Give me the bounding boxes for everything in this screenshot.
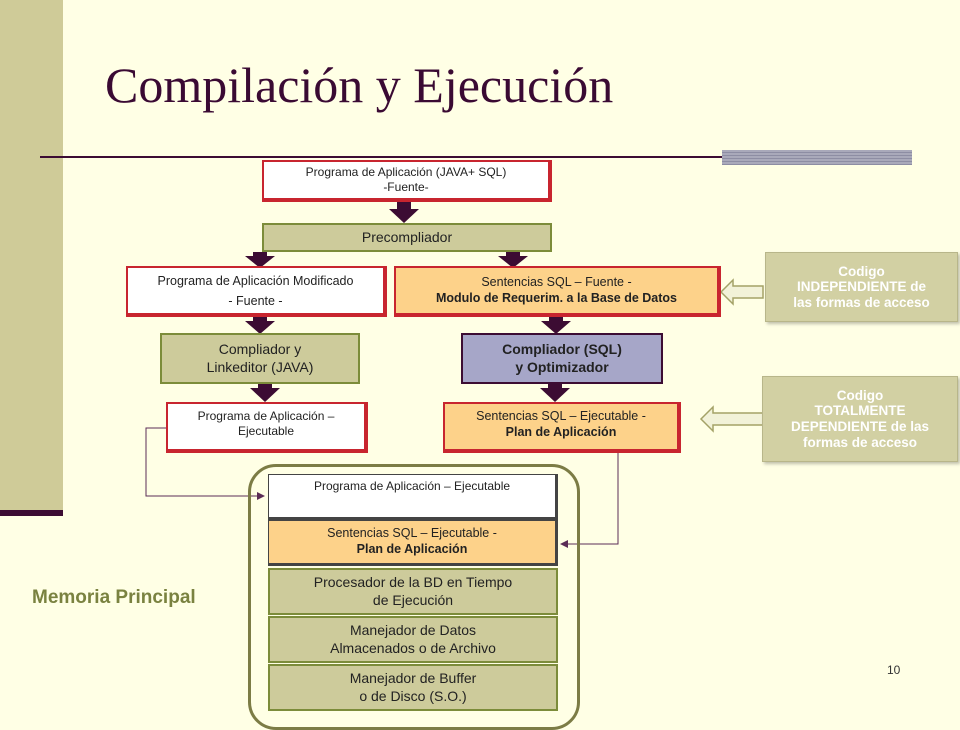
main-memory-label: Memoria Principal <box>32 587 196 608</box>
sql-compiler-line1: Compliador (SQL) <box>502 341 622 357</box>
exec-program-box: Programa de Aplicación – Ejecutable <box>166 402 368 453</box>
java-compiler-line2: Linkeditor (JAVA) <box>206 358 314 375</box>
dependent-note-line1: Codigo <box>836 387 884 403</box>
sql-source-box: Sentencias SQL – Fuente - Modulo de Requ… <box>394 266 721 317</box>
precompiler-box: Precompliador <box>262 223 552 252</box>
dependent-note-line3: DEPENDIENTE de las <box>790 419 930 434</box>
source-program-line1: Programa de Aplicación (JAVA+ SQL) <box>305 165 507 179</box>
slide-title: Compilación y Ejecución <box>105 57 614 113</box>
arrow-java-compiler-to-exec <box>250 383 280 402</box>
independent-note-line2: INDEPENDIENTE de <box>796 279 927 295</box>
left-decor-bar <box>0 0 63 510</box>
sql-exec-line2: Plan de Aplicación <box>505 424 617 439</box>
buffer-manager-line1: Manejador de Buffer <box>349 670 477 686</box>
arrow-source-to-precompiler <box>389 201 419 223</box>
arrow-modified-to-java-compiler <box>245 316 275 334</box>
source-program-box: Programa de Aplicación (JAVA+ SQL) -Fuen… <box>262 160 552 202</box>
data-manager-line1: Manejador de Datos <box>349 622 477 638</box>
sql-source-line1: Sentencias SQL – Fuente - <box>481 274 632 289</box>
arrow-precompiler-to-modified <box>245 252 275 268</box>
java-compiler-box: Compliador y Linkeditor (JAVA) <box>160 333 360 384</box>
modified-program-line1: Programa de Aplicación Modificado <box>157 273 354 288</box>
independent-note-line3: las formas de acceso <box>793 294 930 310</box>
dependent-code-note: Codigo TOTALMENTE DEPENDIENTE de las for… <box>762 376 958 462</box>
independent-note-line1: Codigo <box>838 263 885 279</box>
page-number: 10 <box>887 663 901 677</box>
buffer-manager-box: Manejador de Buffer o de Disco (S.O.) <box>268 664 558 711</box>
dependent-note-line4: formas de acceso <box>802 434 918 450</box>
arrow-sql-source-to-sql-compiler <box>541 316 571 334</box>
dependent-note-line2: TOTALMENTE <box>814 403 906 419</box>
arrow-precompiler-to-sql-source <box>498 252 528 268</box>
memory-program-box: Programa de Aplicación – Ejecutable <box>268 474 558 520</box>
independent-code-note: Codigo INDEPENDIENTE de las formas de ac… <box>765 252 958 322</box>
precompiler-label: Precompliador <box>361 228 453 245</box>
buffer-manager-line2: o de Disco (S.O.) <box>359 687 467 704</box>
sql-compiler-line2: y Optimizador <box>515 358 609 375</box>
data-manager-line2: Almacenados o de Archivo <box>330 639 496 656</box>
memory-program-label: Programa de Aplicación – Ejecutable <box>313 479 511 493</box>
load-program-line <box>145 427 265 500</box>
memory-sql-line2: Plan de Aplicación <box>356 542 468 556</box>
exec-program-line2: Ejecutable <box>237 424 295 438</box>
source-program-line2: -Fuente- <box>383 180 429 194</box>
note-pointer-arrows <box>699 278 764 433</box>
java-compiler-line1: Compliador y <box>218 341 302 357</box>
left-decor-line <box>0 510 63 516</box>
title-divider-accent <box>722 150 912 165</box>
sql-exec-box: Sentencias SQL – Ejecutable - Plan de Ap… <box>443 402 681 453</box>
modified-program-box: Programa de Aplicación Modificado - Fuen… <box>126 266 387 317</box>
sql-source-line2: Modulo de Requerim. a la Base de Datos <box>435 290 678 305</box>
sql-exec-line1: Sentencias SQL – Ejecutable - <box>476 409 646 423</box>
data-manager-box: Manejador de Datos Almacenados o de Arch… <box>268 616 558 663</box>
load-plan-line <box>560 452 619 548</box>
db-processor-line2: de Ejecución <box>372 591 454 608</box>
db-processor-line1: Procesador de la BD en Tiempo <box>313 574 513 590</box>
memory-sql-box: Sentencias SQL – Ejecutable - Plan de Ap… <box>268 520 558 566</box>
title-divider <box>40 156 910 158</box>
sql-compiler-box: Compliador (SQL) y Optimizador <box>461 333 663 384</box>
db-processor-box: Procesador de la BD en Tiempo de Ejecuci… <box>268 568 558 615</box>
modified-program-line2: - Fuente - <box>228 293 283 308</box>
exec-program-line1: Programa de Aplicación – <box>197 409 335 423</box>
arrow-sql-compiler-to-sql-exec <box>540 383 570 402</box>
memory-sql-line1: Sentencias SQL – Ejecutable - <box>327 526 497 541</box>
